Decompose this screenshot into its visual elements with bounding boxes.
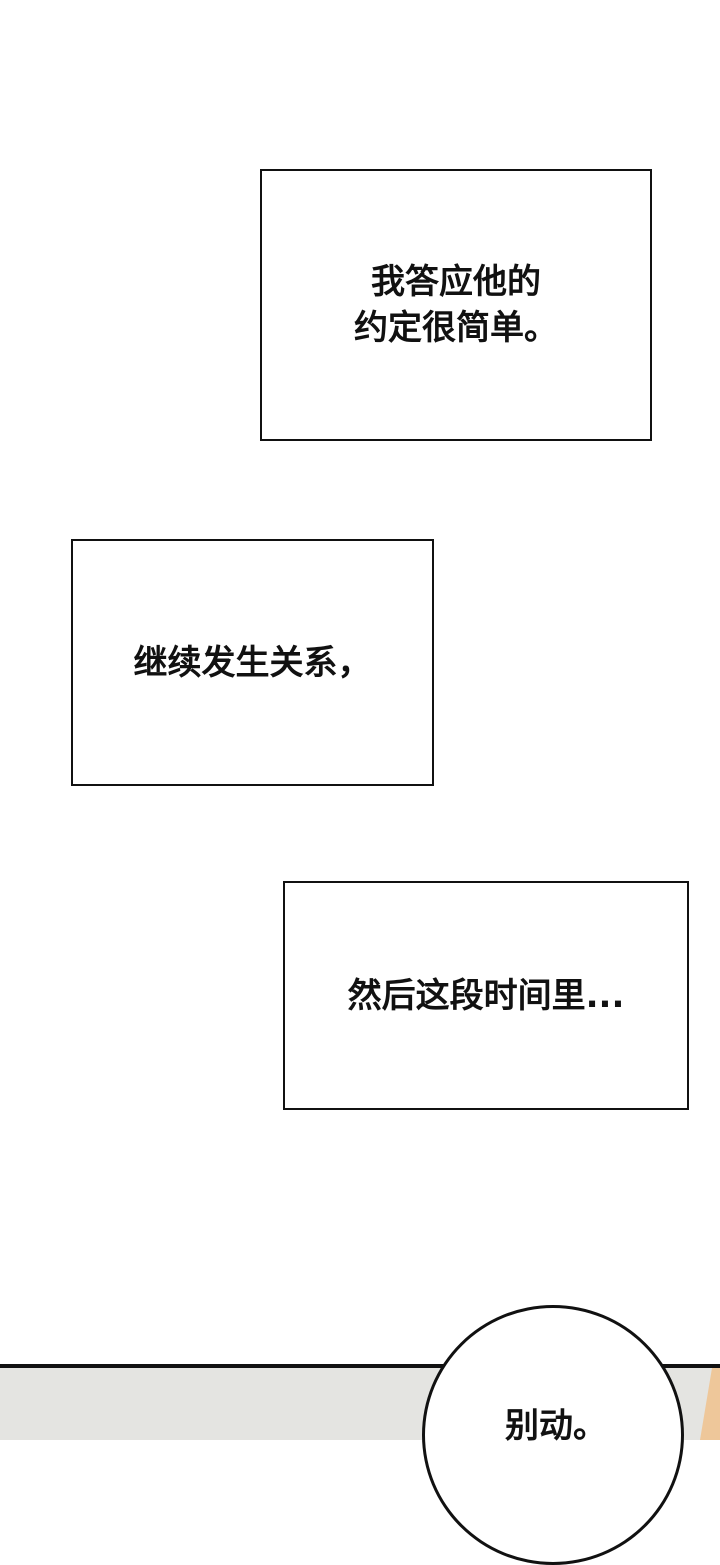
caption-box-3: 然后这段时间里... xyxy=(283,881,689,1110)
caption-box-2: 继续发生关系， xyxy=(71,539,434,786)
caption-box-1: 我答应他的 约定很简单。 xyxy=(260,169,652,441)
speech-bubble-text: 别动。 xyxy=(505,1406,607,1446)
caption-text-2: 继续发生关系， xyxy=(133,642,372,683)
caption-text-1: 我答应他的 约定很简单。 xyxy=(354,262,558,348)
caption-text-3: 然后这段时间里... xyxy=(347,975,625,1016)
